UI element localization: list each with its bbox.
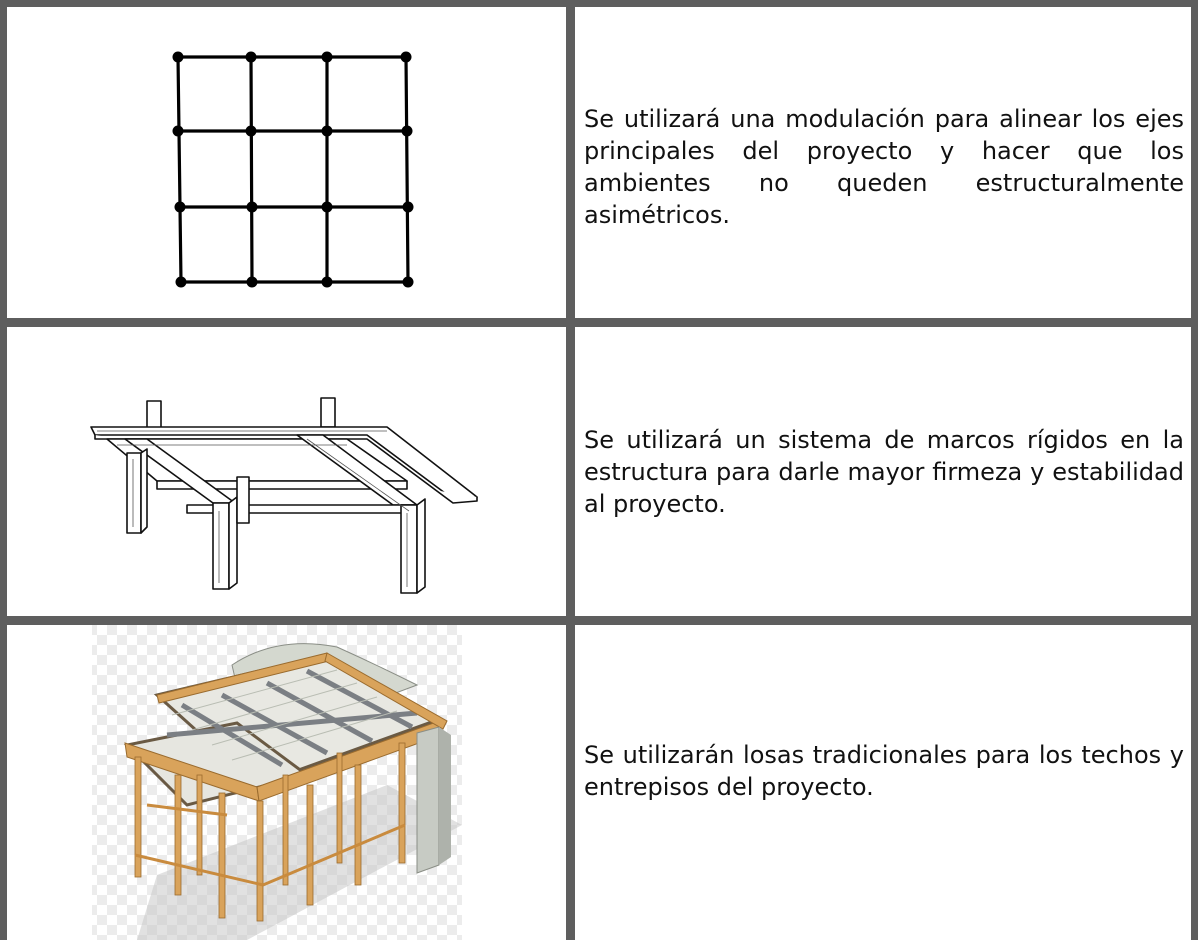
- row-2-image-cell: [7, 327, 566, 616]
- slab-formwork-render-icon: [92, 625, 462, 940]
- table-left-border: [0, 0, 7, 940]
- row-3-text-cell: Se utilizarán losas tradicionales para l…: [575, 625, 1191, 940]
- column-divider: [566, 0, 575, 940]
- row-3-description: Se utilizarán losas tradicionales para l…: [584, 741, 1184, 801]
- rigid-frame-sketch-icon: [90, 397, 478, 594]
- row-1-image-cell: [7, 7, 566, 318]
- table-top-border: [0, 0, 1198, 7]
- row-1-text-cell: Se utilizará una modulación para alinear…: [575, 7, 1191, 318]
- row-3-image-cell: [7, 625, 566, 940]
- row-2-text-cell: Se utilizará un sistema de marcos rígido…: [575, 327, 1191, 616]
- row-divider-1: [0, 318, 1198, 327]
- row-divider-2: [0, 616, 1198, 625]
- structural-grid-icon: [172, 51, 414, 288]
- row-2-description: Se utilizará un sistema de marcos rígido…: [584, 426, 1184, 518]
- row-1-description: Se utilizará una modulación para alinear…: [584, 105, 1184, 229]
- table-right-border: [1191, 0, 1198, 940]
